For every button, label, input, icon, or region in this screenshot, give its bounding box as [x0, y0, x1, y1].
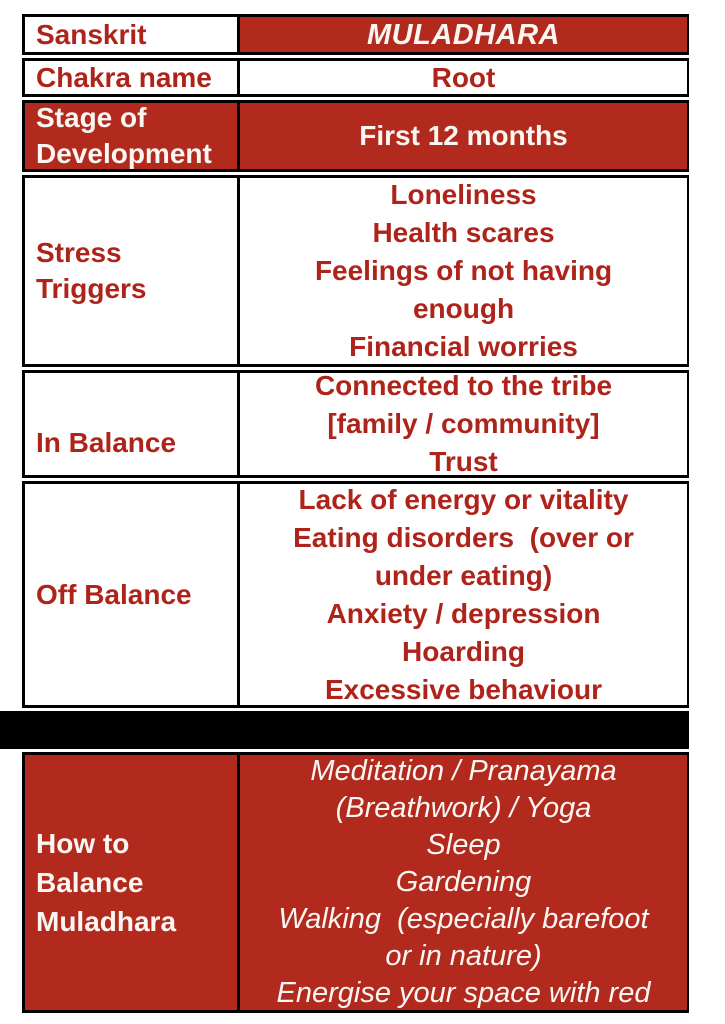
row-sanskrit: Sanskrit MULADHARA [22, 14, 689, 55]
black-separator-band [0, 711, 689, 749]
chakra-name-value: Root [240, 61, 687, 94]
row-in-balance: In Balance Connected to the tribe[family… [22, 370, 689, 478]
how-to-balance-value: Meditation / Pranayama(Breathwork) / Yog… [240, 755, 687, 1010]
row-chakra-name: Chakra name Root [22, 58, 689, 97]
sanskrit-label: Sanskrit [25, 17, 240, 52]
chakra-name-label: Chakra name [25, 61, 240, 94]
in-balance-label: In Balance [25, 373, 240, 475]
chakra-info-table: Sanskrit MULADHARA Chakra name Root Stag… [0, 14, 689, 1013]
stage-of-development-value: First 12 months [240, 103, 687, 169]
in-balance-value: Connected to the tribe[family / communit… [240, 370, 687, 477]
off-balance-label: Off Balance [25, 484, 240, 705]
sanskrit-value: MULADHARA [240, 17, 687, 52]
